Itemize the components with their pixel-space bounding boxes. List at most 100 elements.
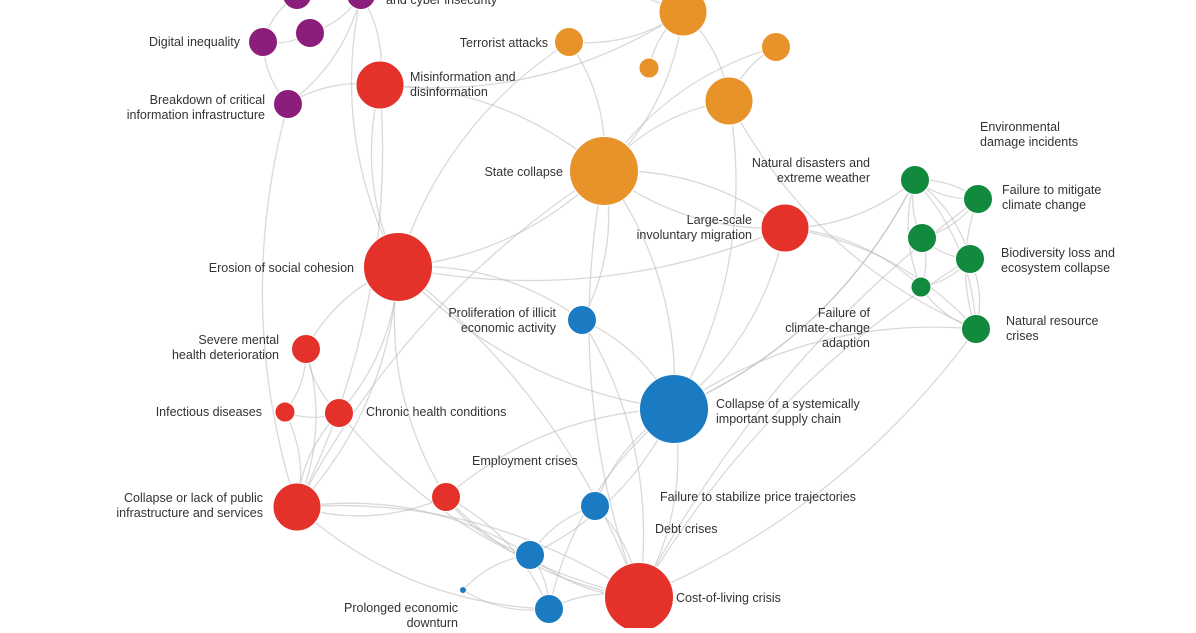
risk-node-n14[interactable] (900, 165, 930, 195)
risk-node-n21[interactable] (363, 232, 433, 302)
risk-node-n30[interactable] (515, 540, 545, 570)
risk-node-n25[interactable] (324, 398, 354, 428)
risk-label-line: Breakdown of critical (150, 93, 265, 107)
risk-label-line: Prolonged economic (344, 601, 458, 615)
risk-label-n1: Digital inequality (149, 35, 241, 49)
connection-edge (287, 0, 361, 105)
connection-edge (397, 227, 786, 282)
risk-node-n17[interactable] (955, 244, 985, 274)
risk-node-n29[interactable] (580, 491, 610, 521)
risk-label-n32: Cost-of-living crisis (676, 591, 781, 605)
risk-node-n8[interactable] (658, 0, 708, 37)
risk-label-line: Debt crises (655, 522, 718, 536)
risk-label-n25: Chronic health conditions (366, 405, 506, 419)
risk-label-line: Erosion of social cohesion (209, 261, 354, 275)
connection-edge (445, 408, 675, 498)
connection-edge (296, 266, 399, 508)
risk-node-n6[interactable] (355, 60, 405, 110)
risk-label-line: important supply chain (716, 412, 841, 426)
risk-node-n5[interactable] (282, 0, 312, 10)
risk-label-line: disinformation (410, 85, 488, 99)
risk-label-n29: Failure to stabilize price trajectories (660, 490, 856, 504)
risk-node-n33[interactable] (534, 594, 564, 624)
risk-node-n12[interactable] (569, 136, 639, 206)
risk-label-line: Severe mental (198, 333, 279, 347)
risk-node-n9[interactable] (638, 57, 660, 79)
risk-label-n12: State collapse (484, 165, 563, 179)
risk-node-n11[interactable] (704, 76, 754, 126)
risk-label-line: adaption (822, 336, 870, 350)
connection-edge (638, 328, 977, 598)
connection-edge (350, 0, 399, 268)
risk-label-line: involuntary migration (637, 228, 752, 242)
node-layer (248, 0, 993, 632)
risk-label-line: Digital inequality (149, 35, 241, 49)
risk-label-line: Infectious diseases (156, 405, 262, 419)
risk-label-line: Failure of (818, 306, 871, 320)
risk-label-line: Biodiversity loss and (1001, 246, 1115, 260)
risk-node-n31[interactable] (459, 586, 467, 594)
connection-edge (338, 412, 640, 598)
risk-label-line: ecosystem collapse (1001, 261, 1110, 275)
risk-node-n27[interactable] (431, 482, 461, 512)
risk-label-line: climate change (1002, 198, 1086, 212)
risk-label-line: damage incidents (980, 135, 1078, 149)
connection-edge (397, 266, 640, 598)
risk-node-n22[interactable] (567, 305, 597, 335)
risk-node-n19[interactable] (961, 314, 991, 344)
connection-edge (728, 100, 977, 330)
risk-label-line: extreme weather (777, 171, 870, 185)
risk-label-line: Environmental (980, 120, 1060, 134)
risk-label-line: Chronic health conditions (366, 405, 506, 419)
connection-edge (588, 170, 640, 598)
connection-edge (296, 170, 605, 508)
risk-node-n16[interactable] (907, 223, 937, 253)
risk-node-n3[interactable] (346, 0, 376, 10)
risk-node-n7[interactable] (554, 27, 584, 57)
risk-label-line: Collapse of a systemically (716, 397, 861, 411)
risk-node-n28[interactable] (272, 482, 322, 532)
risk-node-n15[interactable] (963, 184, 993, 214)
risk-label-n27: Employment crises (472, 454, 578, 468)
risk-node-n26[interactable] (639, 374, 709, 444)
connection-edge (397, 41, 570, 268)
risk-label-line: Collapse or lack of public (124, 491, 263, 505)
risk-node-n4[interactable] (295, 18, 325, 48)
risk-node-n23[interactable] (291, 334, 321, 364)
risk-label-line: Natural resource (1006, 314, 1098, 328)
risk-label-line: Misinformation and (410, 70, 516, 84)
risk-node-n18[interactable] (910, 276, 932, 298)
risk-label-line: Failure to mitigate (1002, 183, 1101, 197)
risk-node-n10[interactable] (761, 32, 791, 62)
risk-node-n2[interactable] (273, 89, 303, 119)
connection-edge (296, 84, 384, 508)
risk-label-n7: Terrorist attacks (460, 36, 548, 50)
risk-node-n1[interactable] (248, 27, 278, 57)
risk-node-n32[interactable] (604, 562, 674, 632)
risk-label-n30: Debt crises (655, 522, 718, 536)
risk-label-line: Terrorist attacks (460, 36, 548, 50)
risk-label-line: Employment crises (472, 454, 578, 468)
risk-label-n3: and cyber insecurity (386, 0, 498, 7)
risk-label-line: Failure to stabilize price trajectories (660, 490, 856, 504)
risk-node-n20[interactable] (760, 203, 810, 253)
connection-edge (397, 266, 675, 410)
risk-label-line: crises (1006, 329, 1039, 343)
risk-node-n24[interactable] (274, 401, 296, 423)
risk-label-line: Large-scale (687, 213, 752, 227)
connection-edge (673, 100, 737, 410)
risk-label-line: Cost-of-living crisis (676, 591, 781, 605)
